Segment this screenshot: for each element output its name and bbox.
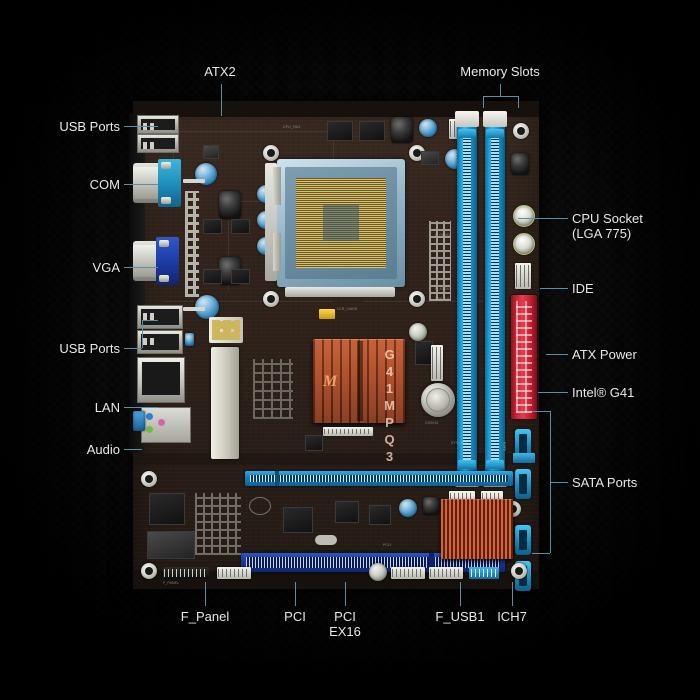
label-lan: LAN [94, 400, 120, 415]
label-com: COM [89, 177, 120, 192]
label-ide: IDE [572, 281, 594, 296]
label-f-usb1: F_USB1 [435, 609, 485, 624]
cmos-battery [421, 383, 455, 417]
lan-port [137, 357, 185, 403]
clr-cmos-jumper [319, 309, 335, 319]
label-usb-ports-top: USB Ports [59, 119, 120, 134]
label-pci: PCI [284, 609, 306, 624]
label-f-panel: F_Panel [180, 609, 230, 624]
label-cpu-socket: CPU Socket (LGA 775) [572, 211, 643, 241]
label-atx-power: ATX Power [572, 347, 637, 362]
silk-f-panel: F_PANEL [163, 581, 180, 585]
ide-connector [511, 295, 537, 419]
sata-port-1 [515, 429, 531, 459]
sata-port-2 [515, 469, 531, 499]
silk-clr-cmos: CLR_CMOS [337, 307, 358, 311]
silk-pci1: PCI1 [383, 543, 392, 547]
label-memory-slots: Memory Slots [460, 64, 540, 79]
audio-jacks [141, 407, 191, 443]
label-pci-ex16: PCI EX16 [329, 609, 361, 639]
sata-port-3 [515, 525, 531, 555]
atx12v-4pin-connector [209, 317, 243, 343]
label-audio: Audio [86, 442, 120, 457]
heatsink-model-text: G41MPQ3 [382, 347, 397, 466]
ich7-heatsink [441, 499, 513, 559]
label-intel-g41: Intel® G41 [572, 385, 635, 400]
label-vga: VGA [92, 260, 120, 275]
f-panel-header [163, 567, 209, 579]
silk-sys-fan: SYS_FAN [451, 441, 468, 445]
label-usb-ports-bottom: USB Ports [59, 341, 120, 356]
motherboard-pcb: CLR_CMOS [129, 101, 539, 591]
atx-24pin-power-connector [211, 347, 239, 459]
northbridge-heatsink: M G41MPQ3 [313, 339, 405, 466]
label-sata-ports: SATA Ports [572, 475, 638, 490]
label-atx2: ATX2 [204, 64, 236, 79]
pci-express-x16-slot [245, 471, 513, 486]
silk-cpu-fan: CPU_FAN [283, 125, 301, 129]
silk-battery: CR2032 [425, 421, 439, 425]
heatsink-logo: M [323, 372, 338, 390]
label-ich7: ICH7 [497, 609, 527, 624]
silk-sata: SATA [503, 441, 507, 451]
